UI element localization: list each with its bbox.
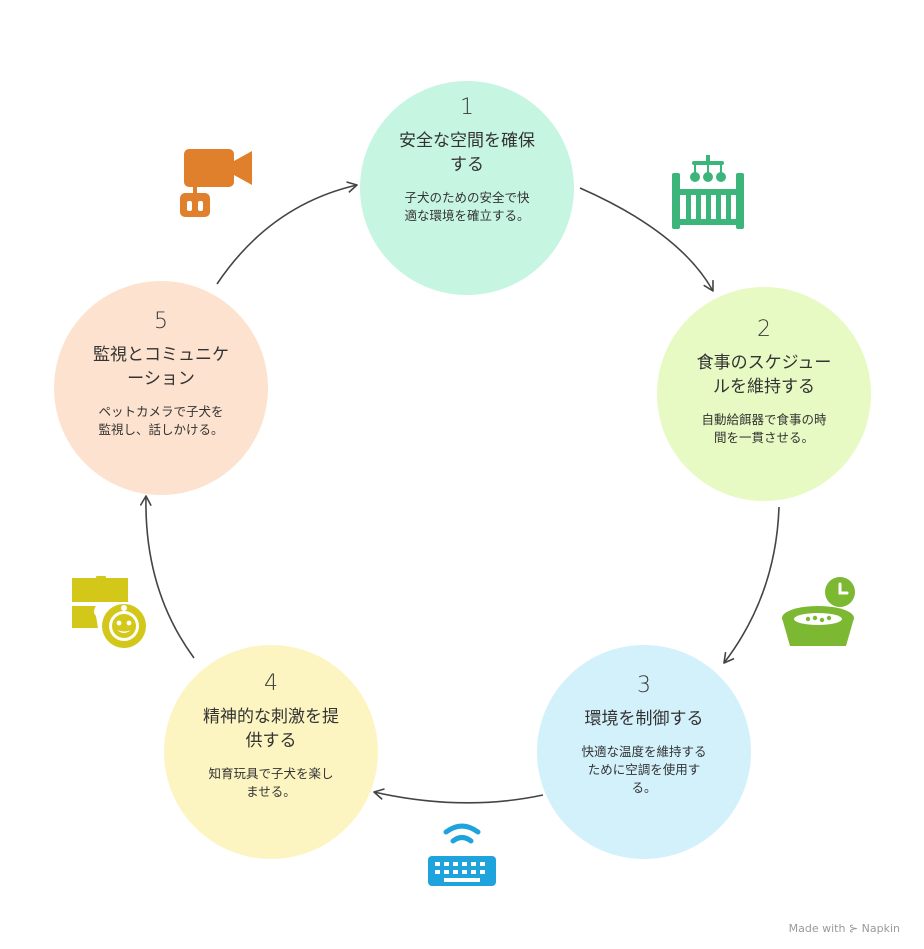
step-5-number: 5	[154, 309, 168, 334]
step-2-number: 2	[757, 317, 771, 342]
step-2-circle: 2 食事のスケジュー ルを維持する 自動給餌器で食事の時 間を一貫させる。	[657, 287, 871, 501]
napkin-watermark: Made with ⊱ Napkin	[788, 922, 900, 935]
arrow-1-to-2	[579, 187, 714, 292]
step-4-number: 4	[264, 671, 278, 696]
step-5-circle: 5 監視とコミュニケ ーション ペットカメラで子犬を 監視し、話しかける。	[54, 281, 268, 495]
arrow-2-to-3	[723, 506, 780, 664]
step-4-circle: 4 精神的な刺激を提 供する 知育玩具で子犬を楽し ませる。	[164, 645, 378, 859]
step-4-description: 知育玩具で子犬を楽し ませる。	[208, 766, 334, 799]
food-bowl-timer-icon	[782, 577, 855, 646]
step-3-title: 環境を制御する	[584, 709, 704, 729]
step-3-description: 快適な温度を維持する ために空調を使用す る。	[581, 744, 707, 795]
step-1-title: 安全な空間を確保 する	[399, 131, 535, 175]
step-1-number: 1	[460, 95, 474, 120]
step-5-description: ペットカメラで子犬を 監視し、話しかける。	[98, 404, 224, 437]
step-1-description: 子犬のための安全で快 適な環境を確立する。	[404, 190, 530, 223]
crib-icon	[672, 155, 744, 229]
wifi-keyboard-icon	[428, 823, 496, 886]
step-3-circle: 3 環境を制御する 快適な温度を維持する ために空調を使用す る。	[537, 645, 751, 859]
step-3-number: 3	[637, 673, 651, 698]
step-4-title: 精神的な刺激を提 供する	[203, 707, 339, 751]
step-2-title: 食事のスケジュー ルを維持する	[696, 353, 832, 397]
arrow-3-to-4	[373, 788, 544, 804]
step-5-title: 監視とコミュニケ ーション	[93, 345, 229, 389]
arrow-4-to-5	[140, 495, 195, 659]
arrow-5-to-1	[216, 181, 358, 285]
step-2-description: 自動給餌器で食事の時 間を一貫させる。	[701, 412, 827, 445]
puzzle-child-icon	[72, 576, 146, 648]
step-1-circle: 1 安全な空間を確保 する 子犬のための安全で快 適な環境を確立する。	[360, 81, 574, 295]
camera-controller-icon	[180, 149, 252, 217]
